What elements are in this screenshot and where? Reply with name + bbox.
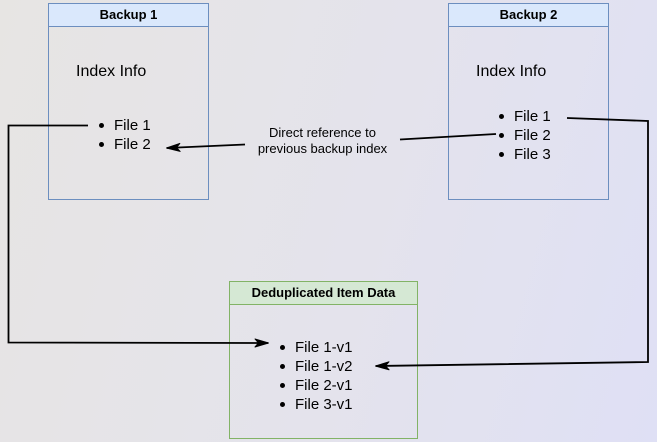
file-label: File 3 — [514, 146, 551, 163]
bullet-icon — [499, 152, 504, 157]
file-label: File 2-v1 — [295, 377, 353, 394]
backup2-file-list: File 1 File 2 File 3 — [449, 107, 608, 164]
backup2-title: Backup 2 — [449, 4, 608, 27]
list-item: File 2 — [449, 126, 608, 145]
bullet-icon — [280, 383, 285, 388]
bullet-icon — [99, 142, 104, 147]
list-item: File 2-v1 — [230, 376, 417, 395]
list-item: File 1 — [49, 116, 208, 135]
backup1-node: Backup 1 Index Info File 1 File 2 — [48, 3, 209, 200]
file-label: File 1 — [114, 117, 151, 134]
bullet-icon — [99, 123, 104, 128]
bullet-icon — [499, 133, 504, 138]
backup1-title: Backup 1 — [49, 4, 208, 27]
direct-reference-label-line2: previous backup index — [257, 141, 388, 156]
file-label: File 3-v1 — [295, 396, 353, 413]
direct-reference-label-line1: Direct reference to — [269, 125, 376, 140]
list-item: File 3 — [449, 145, 608, 164]
dedup-file-list: File 1-v1 File 1-v2 File 2-v1 File 3-v1 — [230, 338, 417, 414]
bullet-icon — [280, 402, 285, 407]
bullet-icon — [499, 114, 504, 119]
bullet-icon — [280, 364, 285, 369]
list-item: File 1 — [449, 107, 608, 126]
dedup-node: Deduplicated Item Data File 1-v1 File 1-… — [229, 281, 418, 439]
list-item: File 1-v2 — [230, 357, 417, 376]
file-label: File 2 — [514, 127, 551, 144]
dedup-title: Deduplicated Item Data — [230, 282, 417, 305]
file-label: File 1-v2 — [295, 358, 353, 375]
file-label: File 2 — [114, 136, 151, 153]
list-item: File 3-v1 — [230, 395, 417, 414]
list-item: File 2 — [49, 135, 208, 154]
backup2-subtitle: Index Info — [476, 63, 547, 80]
backup1-subtitle: Index Info — [76, 63, 147, 80]
backup2-node: Backup 2 Index Info File 1 File 2 File 3 — [448, 3, 609, 200]
direct-reference-label: Direct reference to previous backup inde… — [235, 125, 410, 157]
list-item: File 1-v1 — [230, 338, 417, 357]
bullet-icon — [280, 345, 285, 350]
backup1-file-list: File 1 File 2 — [49, 116, 208, 154]
file-label: File 1-v1 — [295, 339, 353, 356]
file-label: File 1 — [514, 108, 551, 125]
